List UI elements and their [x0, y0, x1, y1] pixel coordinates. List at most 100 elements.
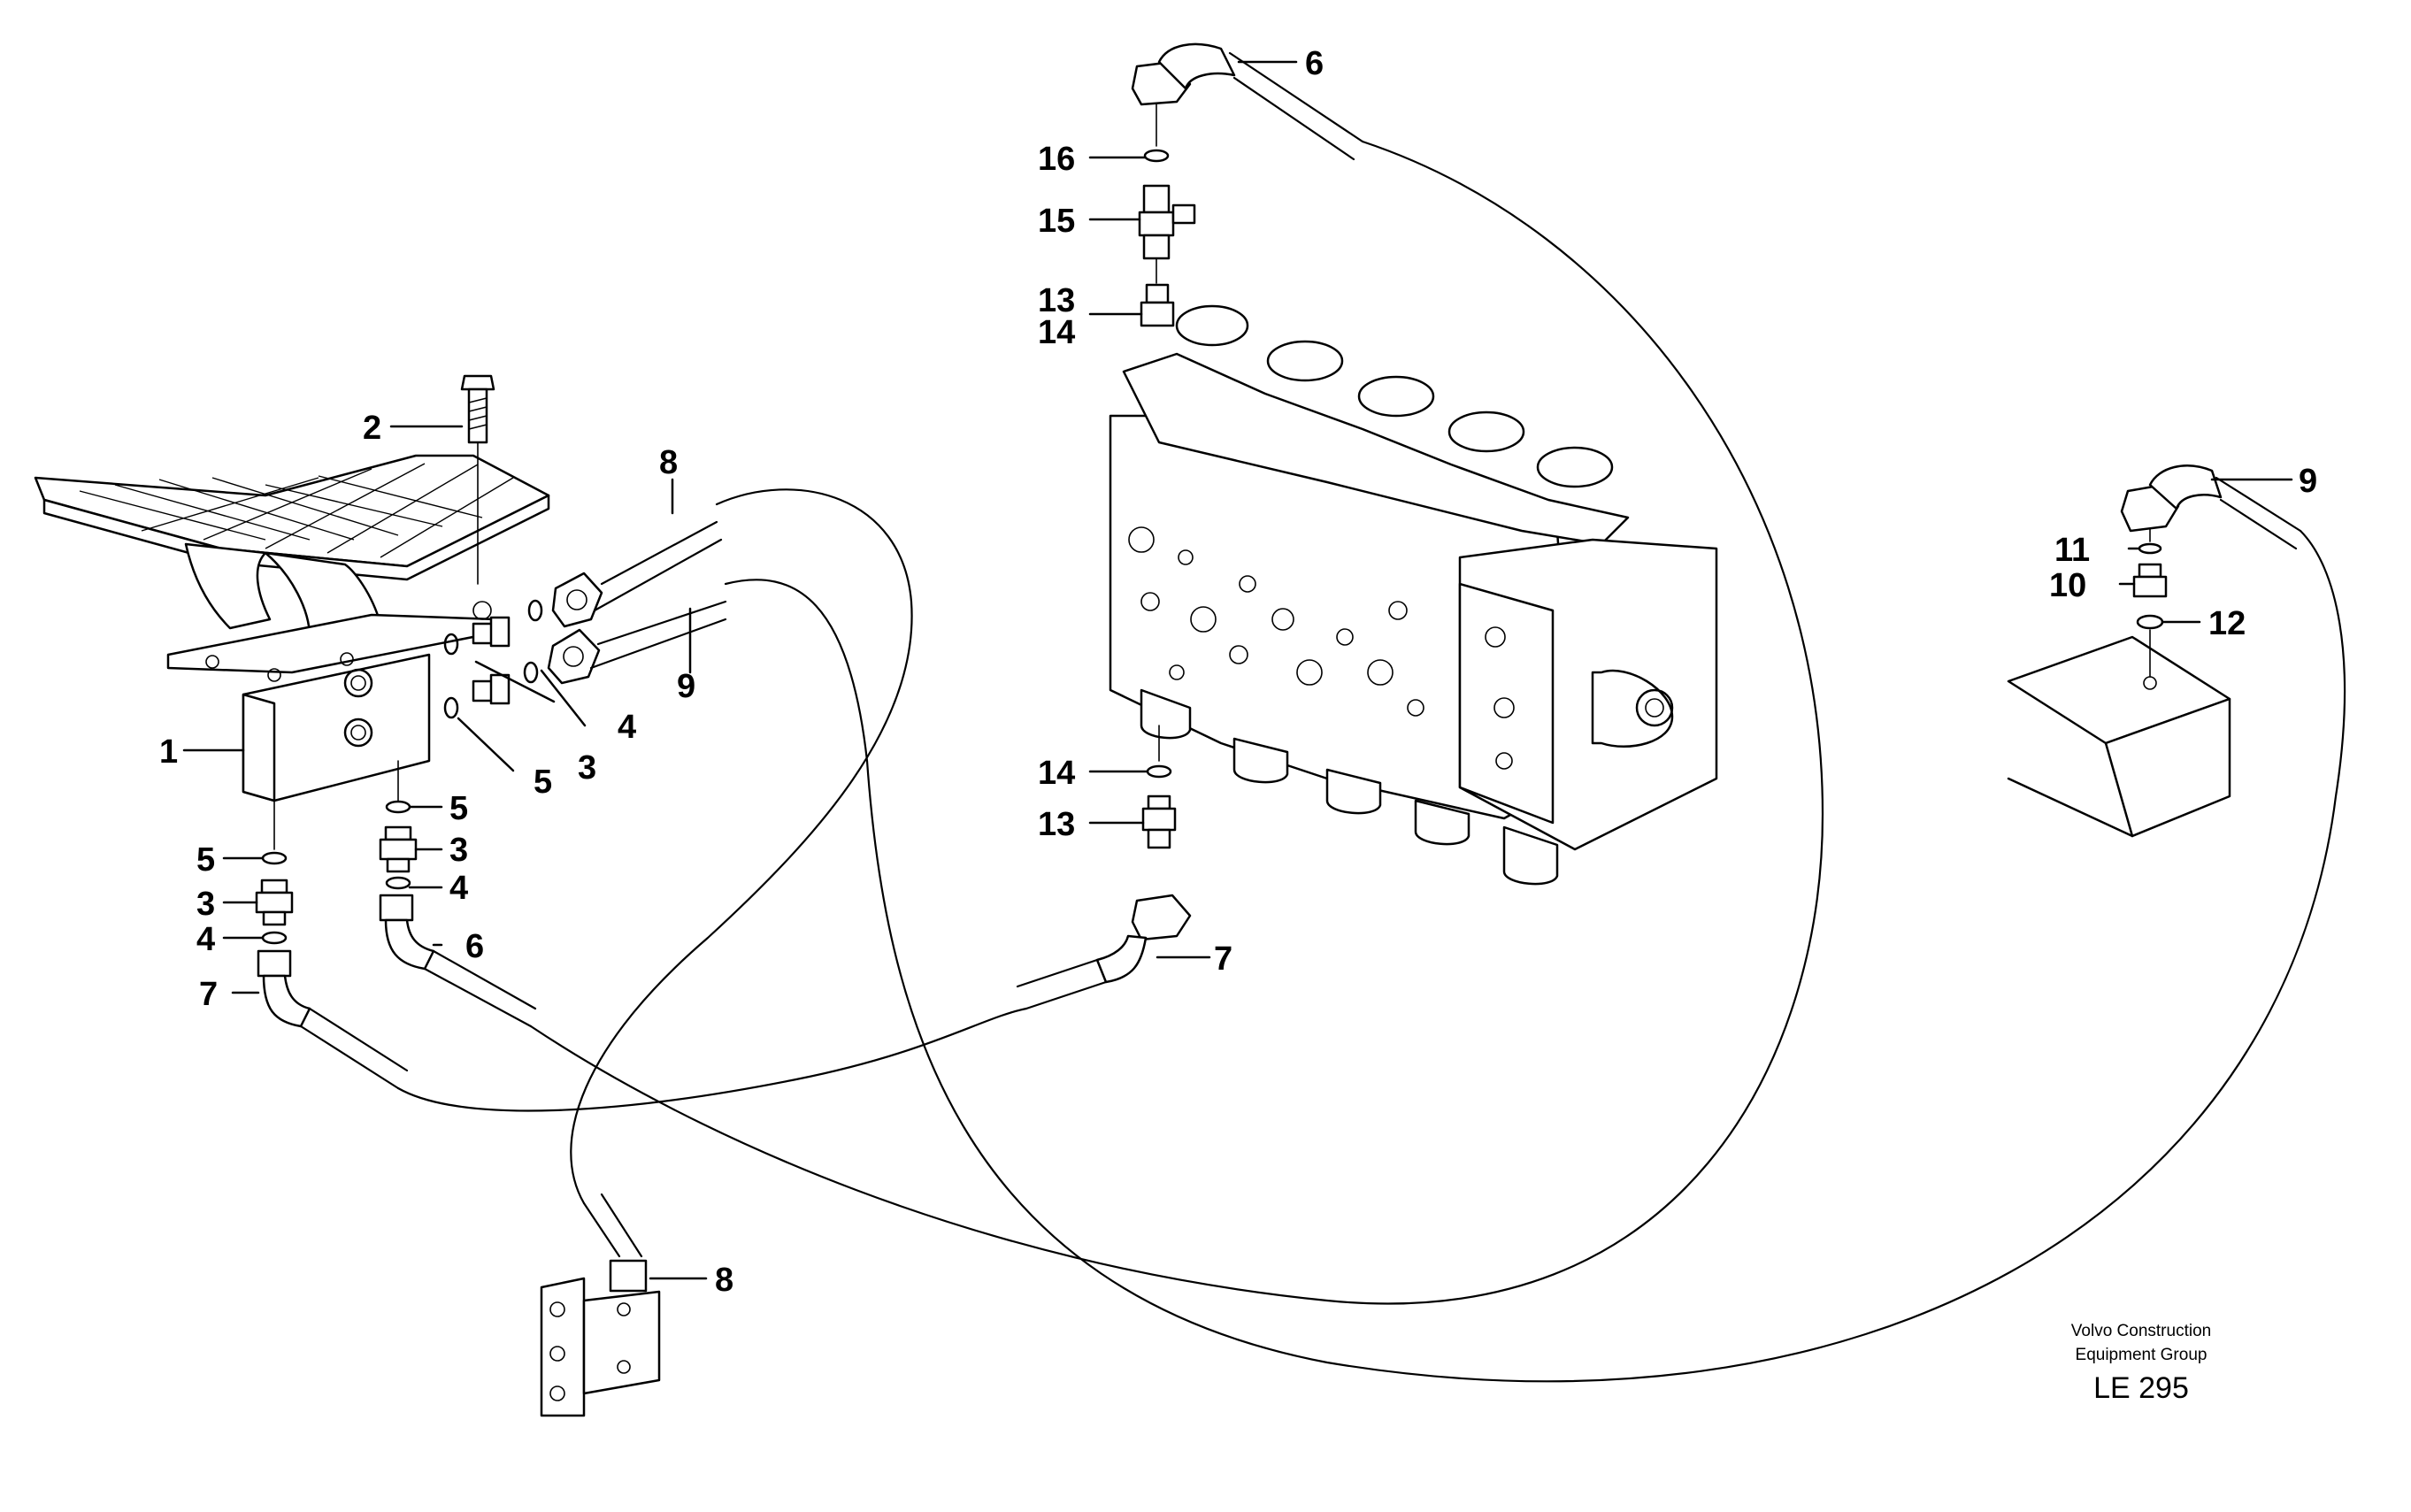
hose-7-route: [396, 1007, 1028, 1112]
callout-8-low: 8: [715, 1262, 733, 1299]
hose-end-9: [547, 628, 601, 685]
leader-lines: [182, 60, 2293, 1280]
hose-9-route: [724, 529, 2346, 1383]
callout-16: 16: [1038, 141, 1075, 178]
callout-9-left: 9: [677, 668, 695, 705]
hose-end-8: [551, 572, 603, 628]
callout-1: 1: [159, 733, 178, 771]
callout-5-left: 5: [196, 841, 215, 879]
pedal-valve-body-side: [242, 693, 276, 802]
hose-6-route: [529, 140, 1824, 1305]
callout-6-top: 6: [1305, 45, 1324, 82]
callout-5-side: 5: [534, 764, 552, 801]
callout-14-top: 14: [1038, 314, 1075, 351]
pedal-valve-assembly: [34, 454, 550, 802]
oring-11: [2138, 542, 2162, 555]
seal-side-b: [523, 661, 539, 684]
bracket-8: [540, 1193, 661, 1417]
bracket-fitting: [609, 1259, 648, 1293]
tank-side: [2104, 697, 2231, 838]
callout-13-low: 13: [1038, 806, 1075, 843]
oring-side-b: [443, 696, 459, 719]
valve-bottom-lugs: [1140, 688, 1559, 886]
fitting-6-mid: [379, 894, 414, 922]
valve-end-face: [1458, 582, 1555, 825]
callout-7-left: 7: [199, 976, 218, 1013]
seal-side-a: [527, 599, 543, 622]
callout-labels: 1 2 3 3 3 4 4 4 5 5 5 6 6 7 7 8 8 9 9 10…: [159, 45, 2317, 1299]
pedal-base-plate: [166, 613, 497, 674]
base-bolt-hole-a: [205, 655, 219, 669]
callout-3-side: 3: [578, 749, 596, 787]
elbow-6-body: [1157, 42, 1236, 90]
hose-routes: [396, 140, 2346, 1383]
oring-5-left: [261, 851, 288, 865]
oring-14-low: [1146, 764, 1172, 779]
callout-4-side: 4: [618, 709, 636, 746]
drawing-reference: LE 295: [2093, 1371, 2189, 1405]
oring-side-a: [443, 633, 459, 656]
nipple-10: [2132, 575, 2168, 598]
pedal-support: [184, 542, 272, 630]
tee-15-body: [1138, 211, 1175, 237]
seal-4-mid: [385, 876, 411, 890]
tank: [2007, 635, 2231, 838]
valve-port-upper: [343, 668, 373, 698]
pedal-plate: [34, 454, 550, 568]
valve-bottom-stack: [1016, 725, 1192, 1010]
callout-3-mid: 3: [449, 832, 468, 869]
valve-side-port: [1591, 669, 1674, 748]
control-valve: [1109, 304, 1718, 886]
valve-port-lower: [343, 718, 373, 748]
callout-10: 10: [2049, 567, 2086, 604]
valve-top-stack: [1131, 42, 1364, 327]
callout-15: 15: [1038, 203, 1075, 240]
lower-left-stack: [255, 800, 409, 1090]
pedal-side-fittings: [443, 520, 727, 719]
valve-cap-4: [1447, 411, 1525, 453]
elbow-9-body: [2148, 464, 2223, 510]
callout-3-left: 3: [196, 886, 215, 923]
callout-7-mid: 7: [1214, 940, 1232, 978]
callout-12: 12: [2208, 605, 2246, 642]
valve-cap-2: [1266, 340, 1344, 382]
valve-face-holes: [1128, 526, 1515, 770]
valve-cap-3: [1357, 375, 1435, 418]
valve-top-plate: [1122, 352, 1630, 546]
credit-line-2: Equipment Group: [2076, 1346, 2208, 1364]
oring-5-mid: [385, 800, 411, 814]
nipple-3-mid: [379, 838, 418, 861]
bolt-2: [460, 374, 495, 585]
credit-line-1: Volvo Construction: [2071, 1322, 2211, 1340]
callout-5-mid: 5: [449, 790, 468, 827]
callout-14-low: 14: [1038, 755, 1075, 792]
callout-4-left: 4: [196, 921, 215, 958]
nipple-13-low: [1141, 807, 1177, 832]
nipple-3-left: [255, 891, 294, 914]
oring-16: [1143, 149, 1170, 163]
base-bolt-hole-b: [267, 668, 281, 682]
fitting-7-left: [257, 949, 292, 978]
callout-8-top: 8: [659, 444, 678, 481]
tank-stack: [2120, 464, 2302, 678]
hose-8-route: [570, 488, 913, 1205]
callout-9-right: 9: [2299, 463, 2317, 500]
callout-11: 11: [2054, 532, 2090, 569]
elbow-7-body: [1095, 934, 1148, 984]
washer-12: [2136, 614, 2164, 630]
nipple-13-top: [1140, 301, 1175, 327]
bracket-post: [540, 1277, 586, 1417]
callout-6-low: 6: [465, 928, 484, 965]
bracket-plate: [582, 1290, 661, 1395]
callout-2: 2: [363, 410, 381, 447]
valve-cap-1: [1175, 304, 1249, 347]
seal-4-left: [261, 931, 288, 945]
base-bolt-hole-d: [472, 601, 492, 620]
tee-15-top: [1142, 184, 1171, 214]
elbow-7-nut: [1131, 894, 1192, 941]
valve-cap-5: [1536, 446, 1614, 488]
credit-block: Volvo Construction Equipment Group LE 29…: [2071, 1322, 2211, 1405]
callout-13-top: 13: [1038, 282, 1075, 319]
callout-4-mid: 4: [449, 870, 468, 907]
